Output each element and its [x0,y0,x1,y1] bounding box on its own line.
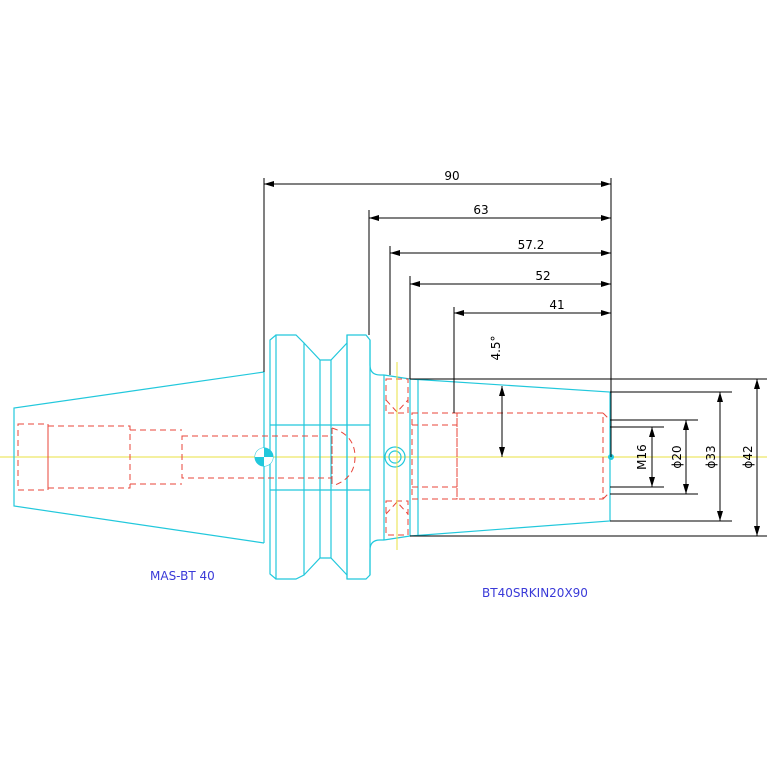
dim-length-41: 41 [549,298,564,312]
arrowheads [264,181,760,536]
dim-length-52: 52 [535,269,550,283]
dim-thread-m16: M16 [635,444,649,470]
dim-dia-33: ϕ33 [704,445,718,468]
dim-length-63: 63 [473,203,488,217]
part-number-label: BT40SRKIN20X90 [482,586,588,600]
hidden-lines [17,378,611,536]
dim-length-57-2: 57.2 [518,238,545,252]
dimension-lines [263,178,767,537]
dim-dia-20: ϕ20 [670,445,684,468]
dim-length-90: 90 [444,169,459,183]
holder-standard-label: MAS-BT 40 [150,569,215,583]
dim-dia-42: ϕ42 [741,445,755,468]
dim-angle: 4.5° [489,335,503,360]
